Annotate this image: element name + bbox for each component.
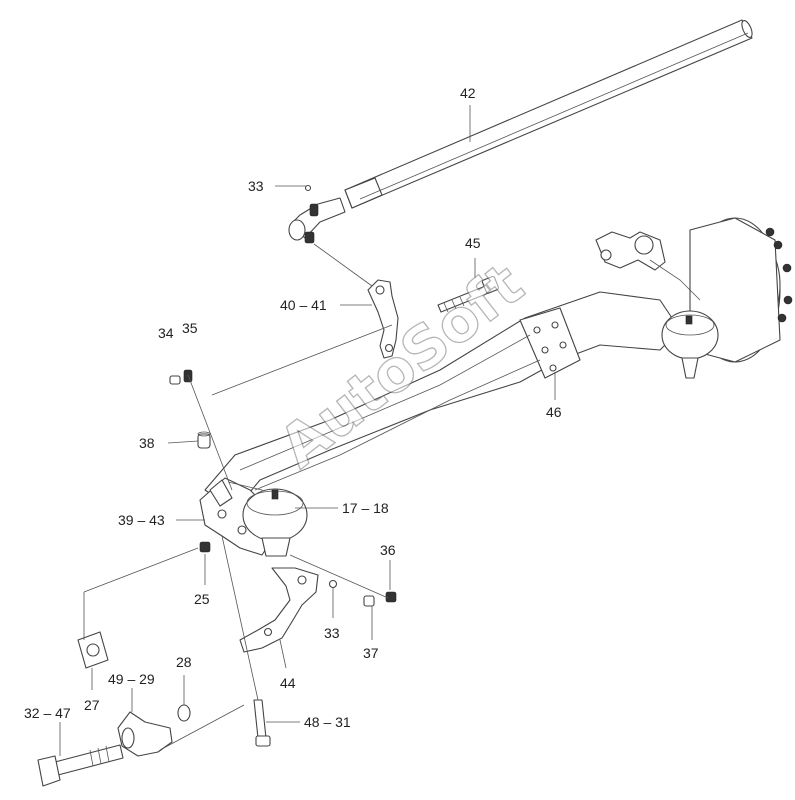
callout-48-31: 48 – 31: [304, 714, 351, 730]
bolt-part-25[interactable]: [199, 541, 211, 553]
callout-33-lower: 33: [324, 625, 340, 641]
steering-knuckle-right[interactable]: [595, 231, 701, 301]
bolt-part-36[interactable]: [385, 591, 397, 603]
callout-37: 37: [363, 645, 379, 661]
nut-part-37[interactable]: [363, 595, 375, 607]
callout-27: 27: [84, 697, 100, 713]
bushing-part-38[interactable]: [197, 431, 211, 449]
callout-32-47: 32 – 47: [24, 705, 71, 721]
bolt-part-48-31[interactable]: [253, 699, 271, 747]
bolt-part-45[interactable]: [437, 275, 500, 313]
callout-44: 44: [280, 675, 296, 691]
tie-rod-part-42[interactable]: [344, 19, 754, 209]
callout-38: 38: [139, 435, 155, 451]
callout-42: 42: [460, 85, 476, 101]
callout-35: 35: [182, 320, 198, 336]
callout-49-29: 49 – 29: [108, 671, 155, 687]
steering-arm-part-40-41[interactable]: [367, 279, 399, 359]
callout-40-41: 40 – 41: [280, 297, 327, 313]
tie-rod-end[interactable]: [288, 184, 346, 244]
callout-36: 36: [380, 542, 396, 558]
steering-arm-part-44[interactable]: [239, 567, 319, 653]
washer-part-33[interactable]: [328, 579, 338, 589]
callout-28: 28: [176, 654, 192, 670]
bolt-part-34[interactable]: [169, 375, 181, 385]
callout-33-top: 33: [248, 178, 264, 194]
callout-34: 34: [158, 325, 174, 341]
brake-chamber-right[interactable]: [661, 310, 719, 379]
callout-45: 45: [465, 235, 481, 251]
washer-part-28[interactable]: [177, 704, 191, 722]
bolt-part-32-47[interactable]: [37, 744, 124, 787]
axle-beam-part-46[interactable]: [204, 291, 681, 511]
callout-46: 46: [546, 404, 562, 420]
brake-chamber-part-17-18[interactable]: [242, 488, 308, 557]
plate-part-27[interactable]: [77, 631, 109, 669]
callout-17-18: 17 – 18: [342, 500, 389, 516]
lever-part-49-29[interactable]: [117, 711, 173, 757]
leader-lines: [59, 105, 556, 756]
callout-39-43: 39 – 43: [118, 512, 165, 528]
callout-25: 25: [194, 591, 210, 607]
